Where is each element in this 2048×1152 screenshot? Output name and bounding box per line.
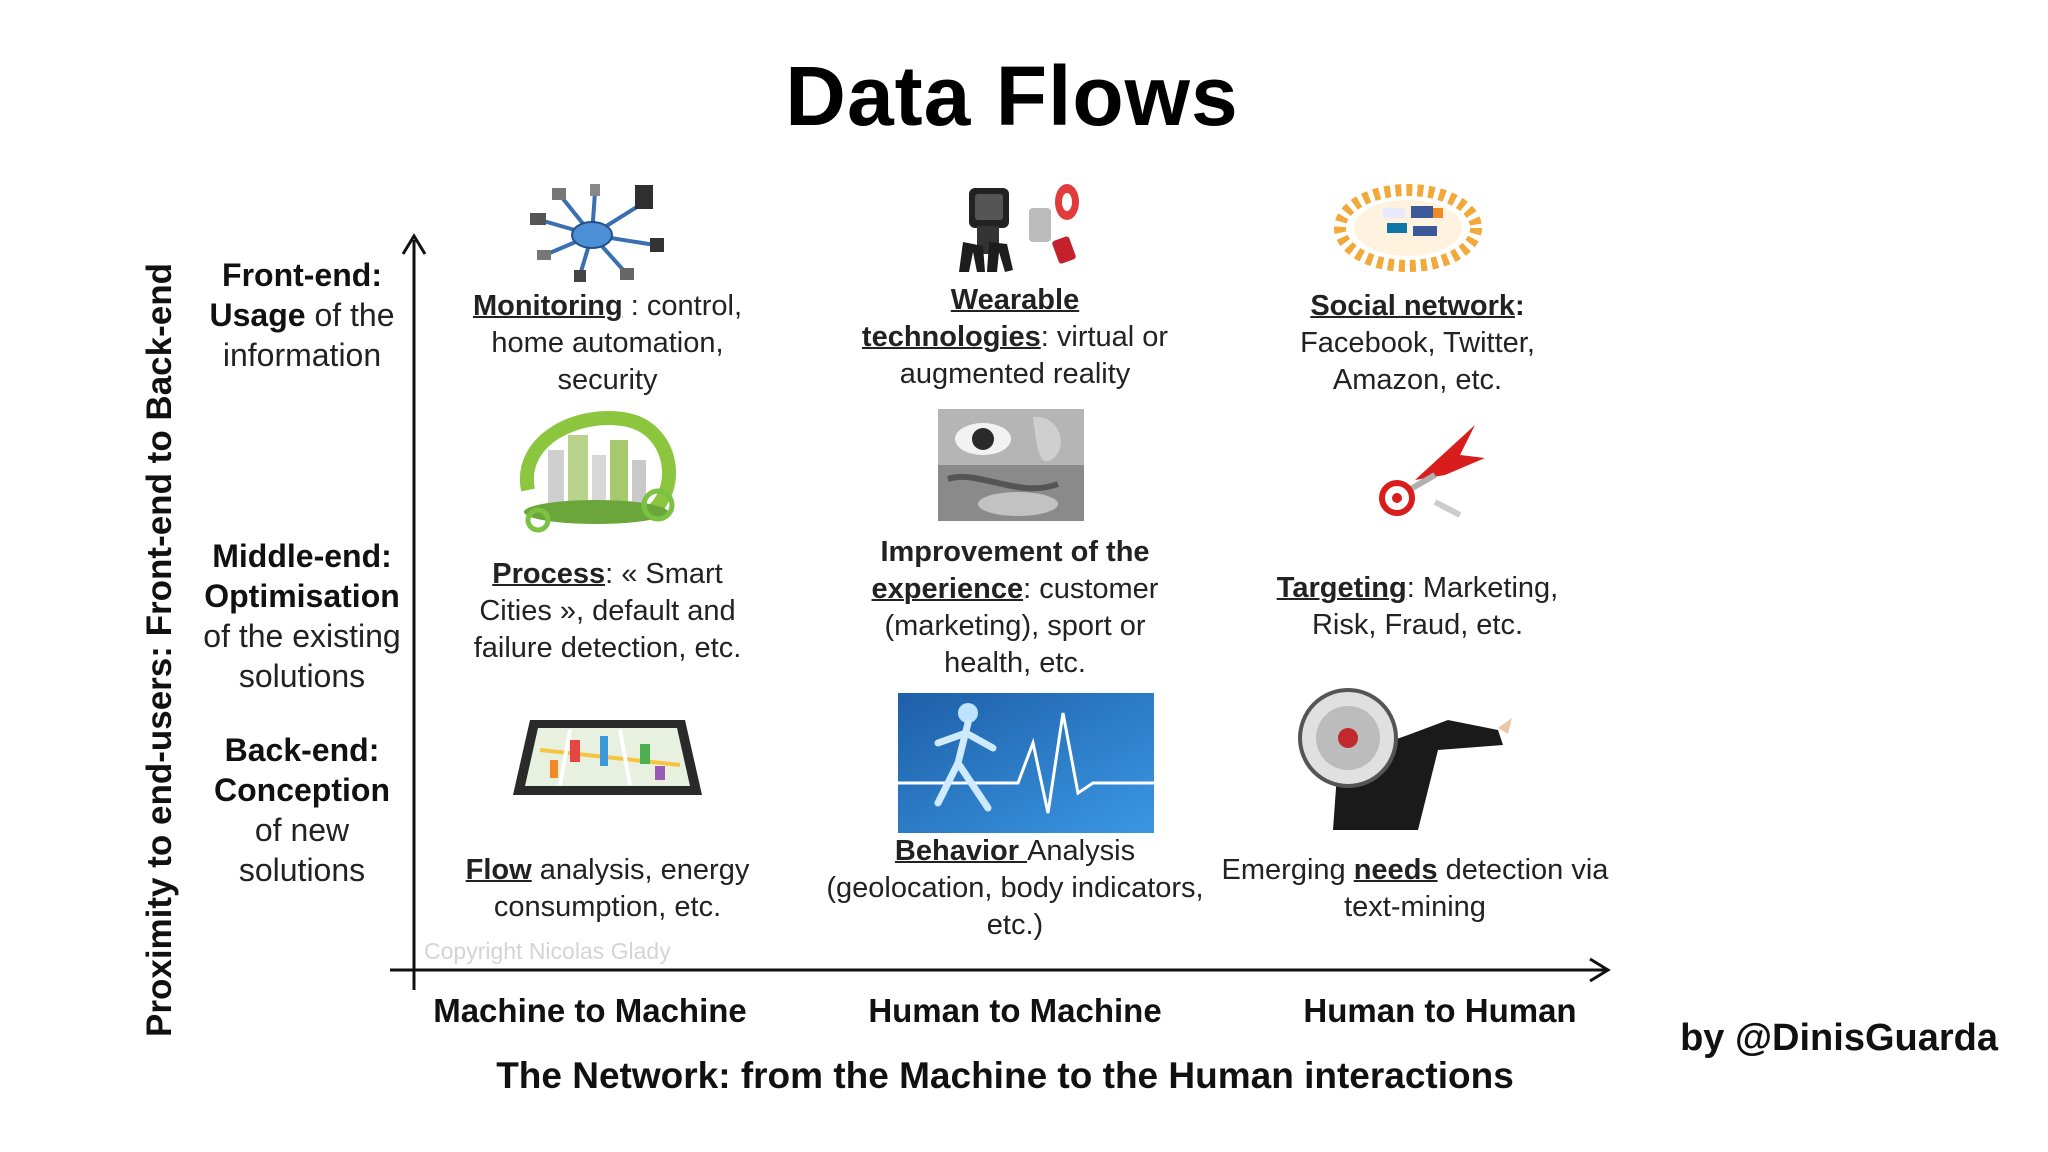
cell-text: Facebook, Twitter, xyxy=(1300,327,1535,359)
cell-monitoring: Monitoring : control, home automation, s… xyxy=(455,288,760,399)
cell-text: (marketing), sport or xyxy=(884,610,1146,642)
cell-text: failure detection, etc. xyxy=(473,632,742,664)
cell-targeting: Targeting: Marketing, Risk, Fraud, etc. xyxy=(1260,570,1575,644)
cell-text: : virtual or xyxy=(1040,321,1169,353)
column-label-machine-to-machine: Machine to Machine xyxy=(433,992,747,1029)
cell-text: Emerging xyxy=(1221,854,1354,886)
row-rest-2: solutions xyxy=(238,852,366,888)
cell-text: (geolocation, body indicators, xyxy=(826,872,1204,904)
row-term: Back-end: xyxy=(224,732,380,768)
cell-text: etc.) xyxy=(986,909,1044,941)
cell-key: Monitoring xyxy=(472,290,623,322)
cell-flow: Flow analysis, energy consumption, etc. xyxy=(445,852,770,926)
cell-text: Analysis xyxy=(1027,835,1136,867)
cell-text: home automation, xyxy=(491,327,724,359)
row-rest: of the xyxy=(305,297,395,333)
cell-text: health, etc. xyxy=(944,647,1086,679)
x-axis-arrowhead xyxy=(1589,957,1611,983)
cell-text: security xyxy=(557,364,658,396)
column-label-human-to-human: Human to Human xyxy=(1303,992,1577,1029)
x-axis-label: The Network: from the Machine to the Hum… xyxy=(496,1055,1514,1096)
cell-key: experience xyxy=(871,573,1024,605)
cell-key: Wearable xyxy=(950,284,1080,316)
cell-text: detection via xyxy=(1437,854,1609,886)
row-label-middle-end: Middle-end: Optimisation of the existing… xyxy=(183,536,421,696)
row-label-back-end: Back-end: Conception of new solutions xyxy=(183,730,421,890)
cell-needs: Emerging needs detection via text-mining xyxy=(1215,852,1615,926)
network-hub-icon xyxy=(530,184,664,282)
cell-social-network: Social network: Facebook, Twitter, Amazo… xyxy=(1260,288,1575,399)
cell-text: : « Smart xyxy=(605,558,723,590)
copyright-watermark: Copyright Nicolas Glady xyxy=(424,938,671,964)
cell-text: consumption, etc. xyxy=(493,891,722,923)
cell-key: technologies xyxy=(861,321,1041,353)
row-term: Front-end: xyxy=(222,257,382,293)
cell-key: Flow xyxy=(465,854,532,886)
cell-wearable: Wearable technologies: virtual or augmen… xyxy=(840,282,1190,393)
cell-text: : Marketing, xyxy=(1406,572,1559,604)
megaphone-man-photo xyxy=(1298,688,1512,830)
cell-text: : control, xyxy=(622,290,743,322)
dart-target-icon xyxy=(1379,425,1485,518)
row-bold: Usage xyxy=(209,297,306,333)
cell-experience: Improvement of the experience: customer … xyxy=(840,534,1190,682)
row-term: Middle-end: xyxy=(212,538,392,574)
cell-key: Process xyxy=(492,558,606,590)
people-ring-social-icon xyxy=(1334,184,1482,272)
column-label-human-to-machine: Human to Machine xyxy=(868,992,1162,1029)
cell-key: Social network xyxy=(1310,290,1515,322)
cell-behavior: Behavior Analysis (geolocation, body ind… xyxy=(815,833,1215,944)
row-rest-2: information xyxy=(222,337,382,373)
y-axis-arrowhead xyxy=(401,233,427,255)
cell-key: Targeting xyxy=(1276,572,1407,604)
xray-runner-photo xyxy=(898,693,1154,833)
row-rest: of the existing xyxy=(203,618,401,654)
y-axis-label: Proximity to end-users: Front-end to Bac… xyxy=(140,263,179,1037)
cell-text: Improvement of the xyxy=(880,536,1150,568)
tablet-map-icon xyxy=(513,720,702,795)
page-title: Data Flows xyxy=(785,49,1239,143)
cell-text: augmented reality xyxy=(899,358,1131,390)
green-city-icon xyxy=(519,411,676,533)
eye-ear-photo xyxy=(938,409,1084,521)
row-label-front-end: Front-end: Usage of the information xyxy=(183,255,421,375)
cell-key: needs xyxy=(1353,854,1438,886)
cell-text: Amazon, etc. xyxy=(1332,364,1503,396)
smartwatch-gloves-icon xyxy=(959,184,1079,272)
cell-text: : xyxy=(1515,290,1525,322)
cell-key: Behavior xyxy=(894,835,1028,867)
author-credit: by @DinisGuarda xyxy=(1680,1017,1998,1059)
row-bold: Optimisation xyxy=(204,578,400,614)
cell-text: Risk, Fraud, etc. xyxy=(1311,609,1524,641)
row-rest: of new xyxy=(254,812,350,848)
row-bold: Conception xyxy=(214,772,390,808)
cell-text: text-mining xyxy=(1344,891,1486,923)
row-rest-2: solutions xyxy=(238,658,366,694)
cell-process: Process: « Smart Cities », default and f… xyxy=(455,556,760,667)
cell-text: : customer xyxy=(1023,573,1159,605)
cell-text: Cities », default and xyxy=(479,595,736,627)
cell-text: analysis, energy xyxy=(531,854,750,886)
